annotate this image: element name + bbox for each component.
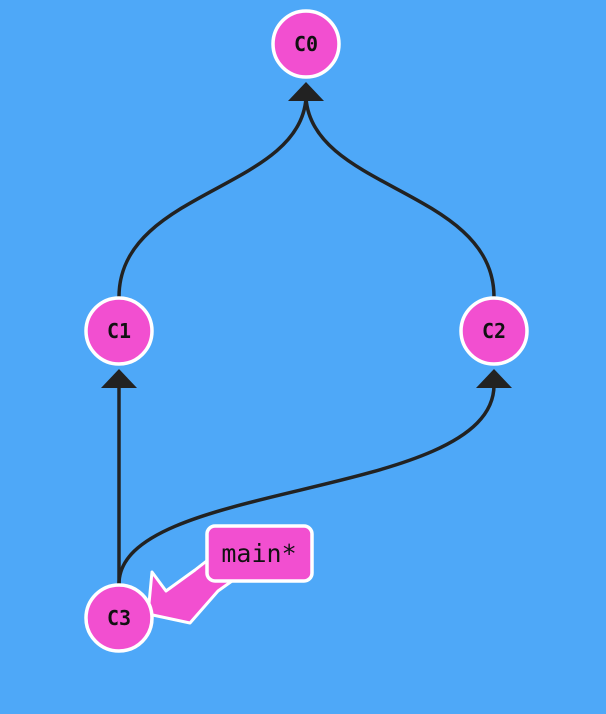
arrowhead-into-c2 xyxy=(476,369,512,388)
branch-label-box xyxy=(205,524,314,583)
commit-circle xyxy=(459,296,529,366)
commit-node-c2[interactable]: C2 xyxy=(459,296,529,366)
edge-c2-to-c0 xyxy=(304,97,496,298)
commit-label-c1: C1 xyxy=(107,319,131,343)
commit-circle xyxy=(84,583,154,653)
branch-label-text: main* xyxy=(221,539,296,568)
commit-label-c3: C3 xyxy=(107,606,131,630)
branch-label-main[interactable]: main* xyxy=(205,524,314,583)
edge-c1-to-c0 xyxy=(117,97,308,298)
commit-node-c3[interactable]: C3 xyxy=(84,583,154,653)
arrowhead-into-c0 xyxy=(288,82,324,101)
commit-node-c1[interactable]: C1 xyxy=(84,296,154,366)
commit-label-c0: C0 xyxy=(294,32,318,56)
commit-node-c0[interactable]: C0 xyxy=(271,9,341,79)
arrowhead-into-c1 xyxy=(101,369,137,388)
commit-circle xyxy=(271,9,341,79)
commit-circle xyxy=(84,296,154,366)
commit-label-c2: C2 xyxy=(482,319,506,343)
edge-c3-to-c2 xyxy=(117,384,496,585)
